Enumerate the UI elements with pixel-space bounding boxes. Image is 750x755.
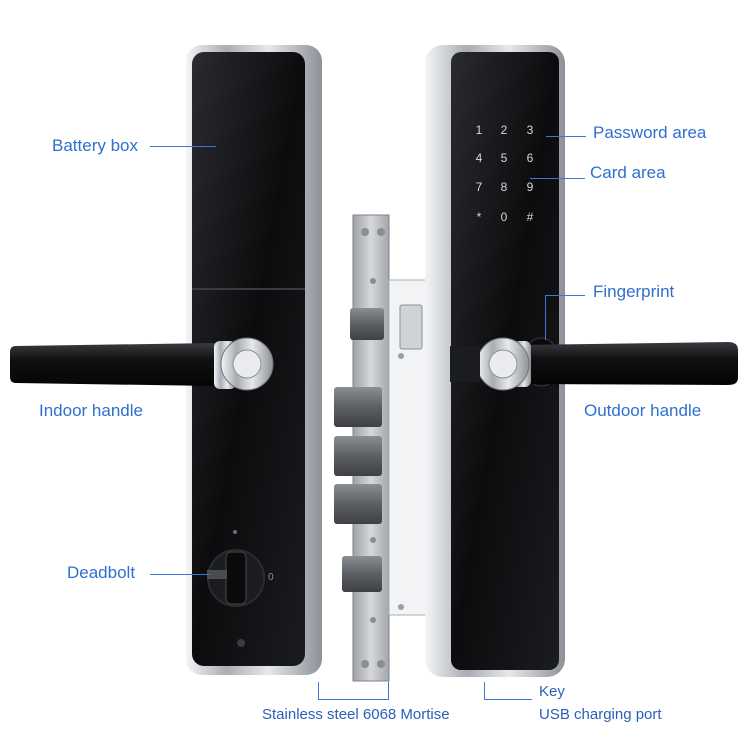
outdoor-handle-label: Outdoor handle: [584, 401, 702, 420]
outdoor-unit: 1 2 3 4 5 6 7 8 9 * 0 #: [425, 45, 738, 677]
card-area-leader: [530, 178, 585, 179]
usb-leader-h: [484, 699, 532, 700]
outdoor-handle: [450, 337, 738, 391]
battery-box-label: Battery box: [52, 136, 138, 155]
usb-leader-v: [484, 682, 485, 700]
keypad-key-10: 0: [501, 210, 508, 224]
card-area-label: Card area: [590, 163, 666, 182]
password-area-leader: [546, 136, 586, 137]
key-label: Key: [539, 683, 565, 700]
keypad-key-7: 8: [501, 180, 508, 194]
keypad-key-5: 6: [527, 151, 534, 165]
keypad-key-8: 9: [527, 180, 534, 194]
keypad: 1 2 3 4 5 6 7 8 9 * 0 #: [476, 123, 534, 224]
keypad-key-2: 3: [527, 123, 534, 137]
mortise-leader-v2: [388, 682, 389, 700]
deadbolt-block: [334, 387, 382, 427]
screw-hole: [377, 228, 385, 236]
fingerprint-leader-v: [545, 295, 546, 340]
mortise: [334, 214, 431, 682]
anti-panic-bolt: [342, 556, 382, 592]
keypad-key-3: 4: [476, 151, 483, 165]
screw-hole: [361, 228, 369, 236]
fingerprint-label: Fingerprint: [593, 282, 675, 301]
screw-hole: [377, 660, 385, 668]
deadbolt-knob: 0: [207, 530, 274, 647]
svg-text:0: 0: [268, 572, 274, 583]
indoor-handle-label: Indoor handle: [39, 401, 143, 420]
deadbolt-label: Deadbolt: [67, 563, 136, 582]
usb-charging-port-label: USB charging port: [539, 706, 662, 723]
fingerprint-leader-h: [545, 295, 585, 296]
screw-hole: [361, 660, 369, 668]
mortise-label: Stainless steel 6068 Mortise: [262, 706, 450, 723]
keypad-key-6: 7: [476, 180, 483, 194]
keypad-key-9: *: [477, 210, 482, 224]
keypad-key-0: 1: [476, 123, 483, 137]
keypad-key-11: #: [527, 210, 534, 224]
mortise-leader-v1: [318, 682, 319, 700]
indoor-handle: [10, 337, 274, 391]
battery-box-leader: [150, 146, 216, 147]
keypad-key-1: 2: [501, 123, 508, 137]
keypad-key-4: 5: [501, 151, 508, 165]
password-area-label: Password area: [593, 123, 707, 142]
indoor-unit: 0: [10, 45, 322, 675]
latch-bolt: [350, 308, 384, 340]
deadbolt-block: [334, 484, 382, 524]
mortise-leader-h: [318, 699, 388, 700]
deadbolt-leader: [150, 574, 210, 575]
deadbolt-block: [334, 436, 382, 476]
